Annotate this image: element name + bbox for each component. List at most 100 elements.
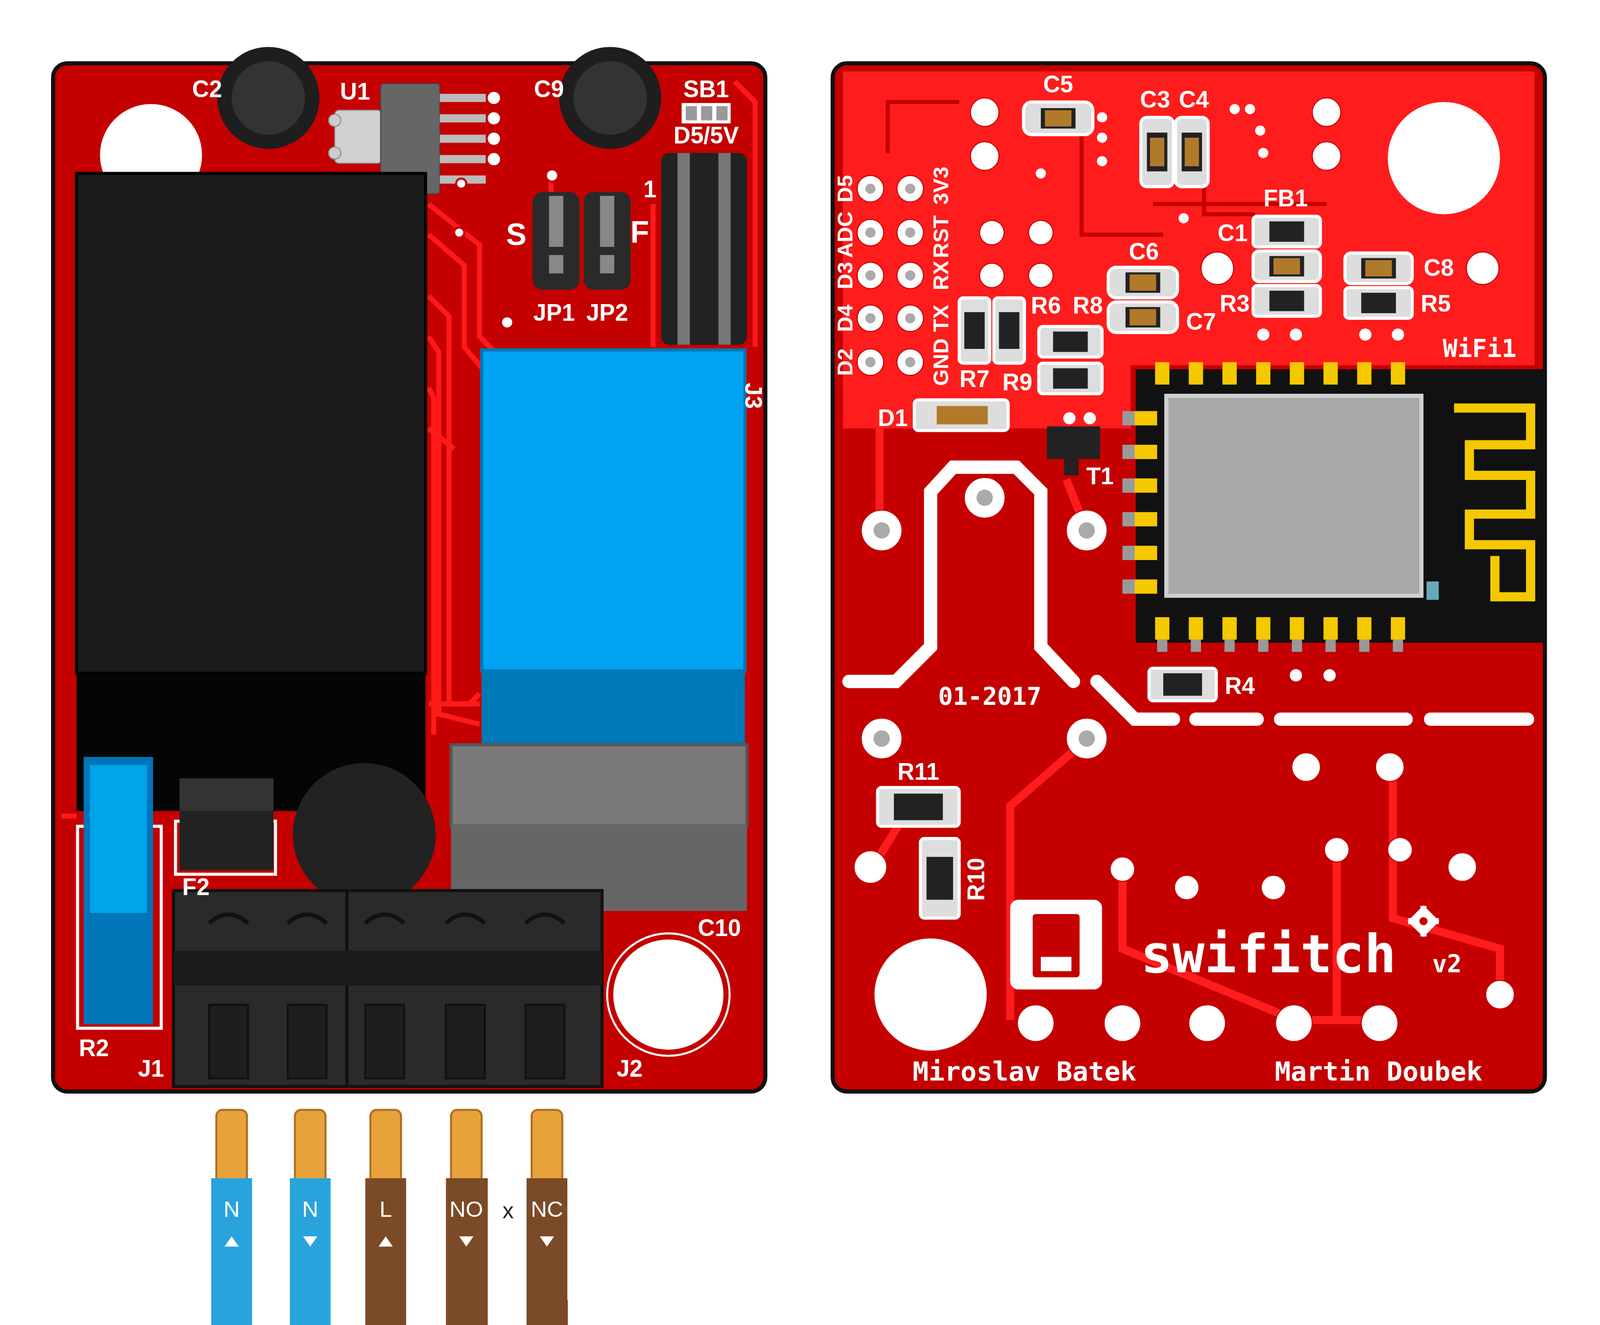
pcb-shape	[964, 477, 1006, 519]
part-label: C1	[1217, 222, 1248, 246]
pcb-shape	[89, 765, 147, 913]
pcb-shape	[459, 1236, 474, 1247]
pcb-shape	[1129, 309, 1157, 326]
part-label: C7	[1186, 310, 1217, 335]
pcb-shape	[83, 757, 154, 1025]
pcb-shape	[865, 183, 876, 194]
pcb-shape	[1122, 579, 1135, 595]
pcb-shape	[1252, 285, 1321, 317]
pcb-shape	[677, 153, 690, 345]
part-label: R8	[1072, 294, 1103, 318]
pcb-shape	[486, 152, 502, 167]
pcb-shape	[1485, 980, 1515, 1010]
pcb-shape	[173, 951, 603, 986]
pcb-shape	[1190, 639, 1201, 653]
pcb-shape	[1252, 251, 1321, 282]
pcb-shape	[525, 1005, 565, 1079]
pcb-shape	[52, 63, 766, 1092]
pcb-shape	[1261, 875, 1286, 900]
part-label: J3	[741, 382, 765, 410]
pcb-shape	[61, 813, 77, 820]
pcb-shape	[1125, 307, 1161, 328]
part-label: D3	[834, 261, 856, 289]
pcb-shape	[548, 255, 564, 274]
part-label: 01-2017	[938, 684, 1042, 709]
pcb-shape	[1393, 639, 1404, 653]
pcb-shape	[486, 111, 502, 126]
pcb-shape	[904, 270, 915, 281]
pcb-shape	[573, 61, 647, 135]
part-label: D1	[877, 406, 908, 431]
pcb-shape	[1175, 117, 1209, 187]
pcb-shape	[1312, 97, 1341, 127]
pcb-shape	[486, 131, 502, 146]
wire-label: L	[365, 1178, 407, 1222]
part-label: v2	[1432, 952, 1462, 977]
part-label: C6	[1128, 240, 1159, 264]
pcb-shape	[865, 227, 876, 238]
pcb-shape	[1166, 395, 1422, 596]
part-label: R4	[1224, 675, 1255, 699]
pcb-shape	[1344, 253, 1413, 284]
pcb-shape	[1361, 292, 1396, 314]
left-board	[52, 46, 766, 1092]
part-label: TX	[930, 304, 952, 332]
pcb-shape	[1040, 108, 1076, 129]
pcb-shape	[1078, 730, 1095, 747]
wire-label: NO	[445, 1178, 488, 1222]
right-board	[832, 63, 1545, 1092]
pcb-shape	[1289, 669, 1303, 682]
pcb-shape	[865, 270, 876, 281]
pcb-shape	[481, 669, 745, 748]
pcb-shape	[1258, 147, 1269, 158]
pcb-shape	[365, 914, 404, 924]
pcb-shape	[857, 219, 884, 247]
pcb-shape	[1134, 512, 1158, 527]
pcb-shape	[1184, 137, 1200, 167]
pcb-shape	[1204, 183, 1256, 215]
part-label: D2	[834, 348, 856, 376]
part-label: JP2	[586, 301, 629, 325]
part-label: D5	[834, 174, 856, 203]
pcb-shape	[1122, 545, 1135, 561]
wire-label: NC	[526, 1178, 568, 1222]
pcb-shape	[1273, 257, 1301, 275]
part-label: R6	[1030, 294, 1061, 318]
pcb-shape	[1053, 368, 1088, 390]
pcb-shape	[606, 933, 730, 1057]
pcb-shape	[865, 183, 1096, 747]
pcb-shape	[365, 1005, 404, 1079]
part-label: D4	[834, 304, 856, 332]
pcb-shape	[1393, 770, 1501, 995]
pcb-shape	[1289, 617, 1304, 640]
wire-body: NC	[526, 1178, 568, 1325]
pcb-shape	[896, 305, 924, 332]
pcb-shape	[1028, 263, 1053, 288]
pcb-shape	[525, 914, 565, 924]
pcb-shape	[1017, 1005, 1055, 1042]
pcb-shape	[1135, 369, 1544, 644]
pcb-shape	[1097, 155, 1108, 166]
pcb-shape	[453, 227, 464, 238]
part-label: 1	[643, 177, 657, 202]
wire-body: N	[211, 1178, 253, 1325]
pcb-shape	[209, 914, 565, 924]
pcb-shape	[486, 90, 502, 105]
pcb-shape	[832, 63, 1545, 1092]
pcb-shape	[224, 1236, 239, 1247]
part-label: R7	[959, 368, 990, 392]
part-label: R9	[1002, 370, 1033, 395]
pcb-shape	[1032, 914, 1080, 978]
part-label: x	[502, 1200, 514, 1223]
pcb-shape	[600, 195, 615, 247]
part-label: C9	[533, 78, 565, 102]
pcb-shape	[849, 467, 1074, 682]
pcb-shape	[328, 114, 341, 127]
pcb-shape	[1323, 669, 1336, 682]
pcb-shape	[1426, 581, 1439, 601]
pcb-shape	[1063, 412, 1076, 425]
pcb-shape	[532, 191, 580, 290]
pcb-shape	[1269, 221, 1305, 242]
